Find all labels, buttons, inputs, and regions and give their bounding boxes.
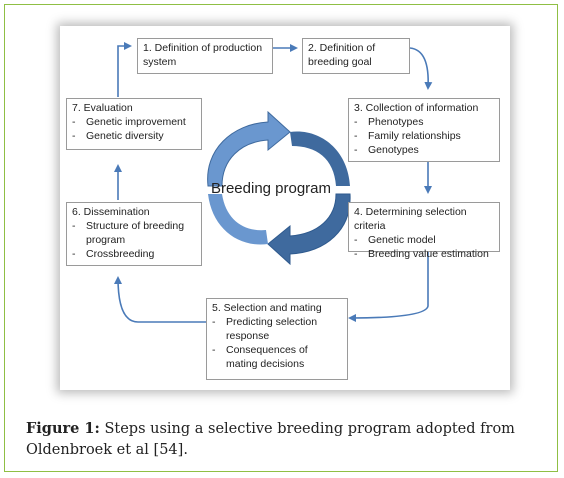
caption-text: Steps using a selective breeding program…	[26, 421, 515, 458]
step-4-box: 4. Determining selection criteria Geneti…	[348, 202, 500, 261]
step-5-box: 5. Selection and mating Predicting selec…	[206, 298, 348, 380]
step-3-item: Genotypes	[354, 143, 494, 157]
step-3-box: 3. Collection of information Phenotypes …	[348, 98, 500, 162]
step-3-item: Family relationships	[354, 129, 494, 143]
figure-caption: Figure 1: Steps using a selective breedi…	[26, 418, 546, 461]
step-5-item: Predicting selection response	[212, 315, 342, 343]
step-1-title: 1. Definition of production system	[143, 42, 263, 68]
step-4-item: Breeding value estimation	[354, 247, 494, 261]
step-6-box: 6. Dissemination Structure of breeding p…	[66, 202, 202, 266]
step-7-item: Genetic improvement	[72, 115, 196, 129]
step-5-item: Consequences of mating decisions	[212, 343, 342, 371]
step-6-item: Crossbreeding	[72, 247, 196, 261]
step-1-box: 1. Definition of production system	[137, 38, 273, 74]
step-7-title: 7. Evaluation	[72, 102, 133, 114]
step-3-title: 3. Collection of information	[354, 102, 479, 114]
step-4-item: Genetic model	[354, 233, 494, 247]
caption-label: Figure 1:	[26, 420, 100, 437]
step-5-title: 5. Selection and mating	[212, 302, 322, 314]
step-3-item: Phenotypes	[354, 115, 494, 129]
step-2-box: 2. Definition of breeding goal	[302, 38, 410, 74]
step-2-title: 2. Definition of breeding goal	[308, 42, 376, 68]
center-label: Breeding program	[210, 180, 332, 197]
step-6-title: 6. Dissemination	[72, 206, 150, 218]
step-7-box: 7. Evaluation Genetic improvement Geneti…	[66, 98, 202, 150]
step-7-item: Genetic diversity	[72, 129, 196, 143]
step-4-title: 4. Determining selection criteria	[354, 206, 467, 232]
step-6-item: Structure of breeding program	[72, 219, 196, 247]
